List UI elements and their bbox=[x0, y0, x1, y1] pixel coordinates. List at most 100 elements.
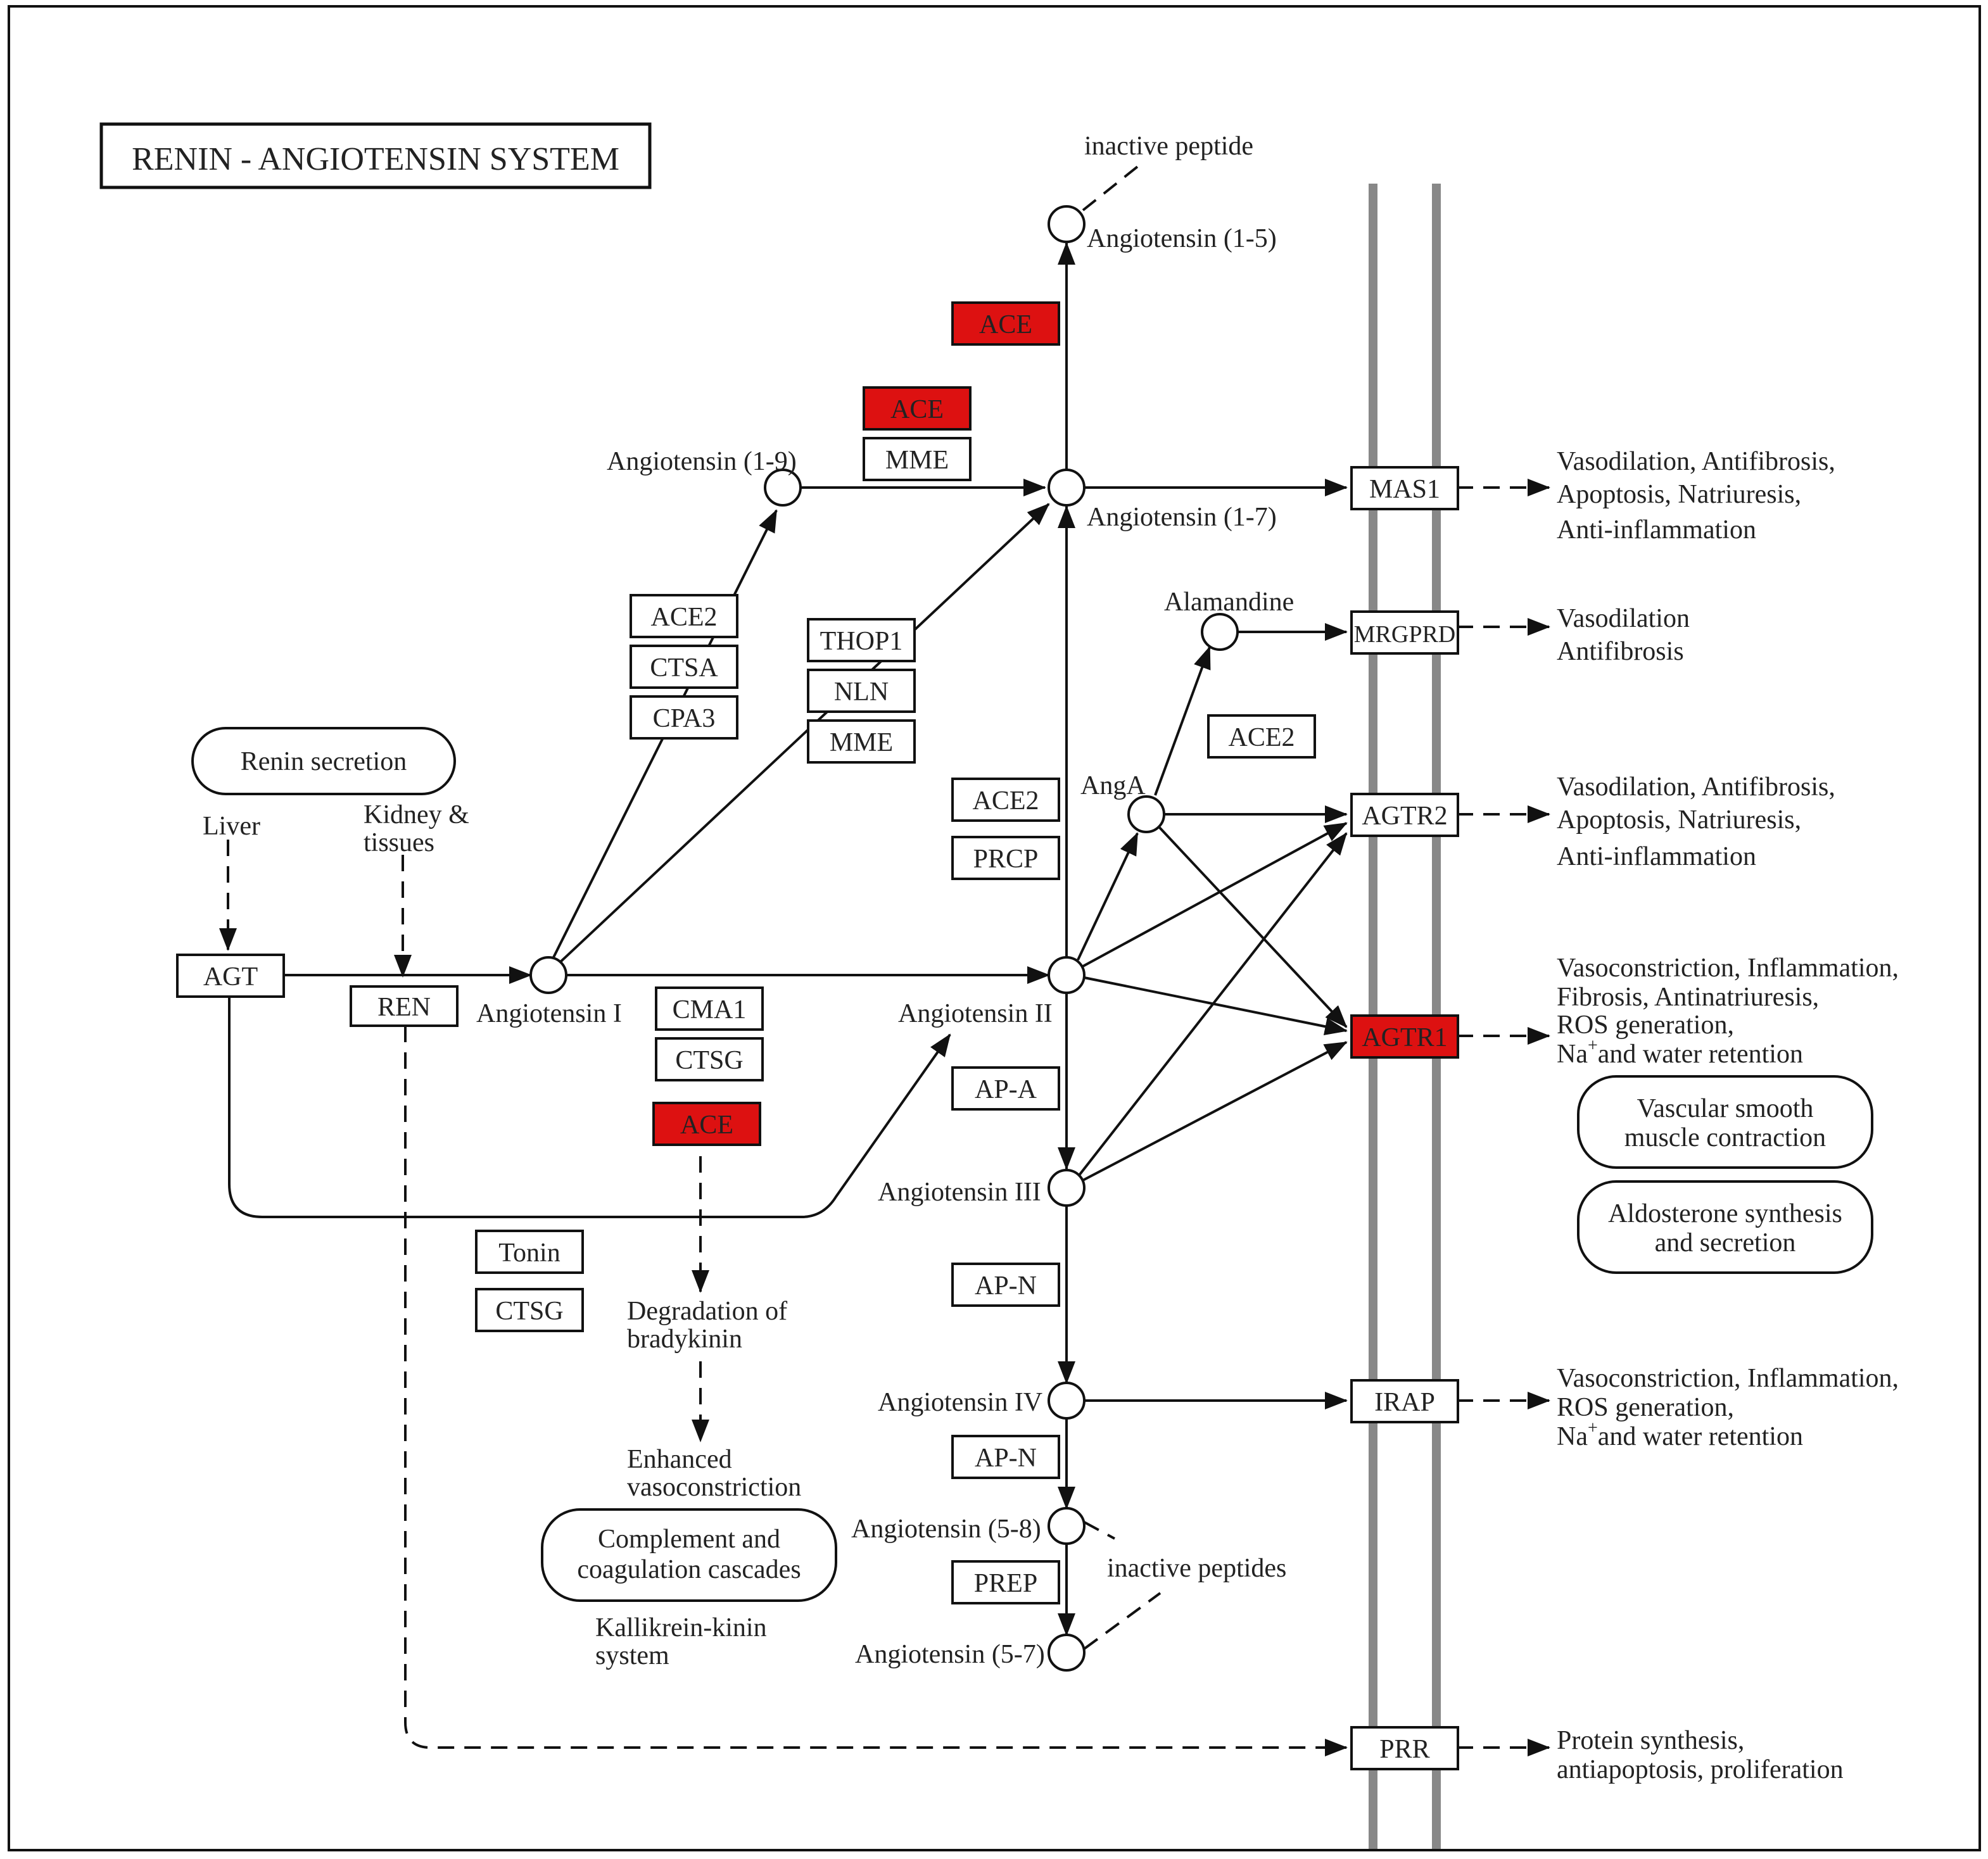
effect-agtr1-line3: ROS generation, bbox=[1557, 1011, 1734, 1040]
compound-angiotensin-1-9[interactable] bbox=[764, 469, 802, 507]
gene-ctsg-b-label: CTSG bbox=[495, 1297, 563, 1326]
compound-angiotensin-5-8[interactable] bbox=[1048, 1507, 1086, 1545]
compound-alamandine[interactable] bbox=[1201, 613, 1239, 651]
pathway-complement-line2: coagulation cascades bbox=[577, 1555, 801, 1584]
gene-agt[interactable]: AGT bbox=[176, 954, 285, 998]
gene-mrgprd-label: MRGPRD bbox=[1354, 621, 1456, 648]
effect-agtr2-line3: Anti-inflammation bbox=[1557, 842, 1756, 871]
gene-apn-b[interactable]: AP-N bbox=[951, 1435, 1060, 1479]
effect-irap-na: Na bbox=[1557, 1422, 1588, 1451]
pathway-complement[interactable]: Complement and coagulation cascades bbox=[541, 1508, 837, 1602]
edge-ren-prr bbox=[404, 1026, 1348, 1756]
gene-tonin[interactable]: Tonin bbox=[475, 1230, 584, 1274]
pathway-aldosterone[interactable]: Aldosterone synthesis and secretion bbox=[1577, 1180, 1873, 1274]
label-angiotensin-3: Angiotensin III bbox=[878, 1178, 1041, 1207]
effect-mrgprd-line2: Antifibrosis bbox=[1557, 637, 1684, 666]
pathway-vascular-line2: muscle contraction bbox=[1624, 1123, 1826, 1152]
gene-cma1[interactable]: CMA1 bbox=[655, 986, 764, 1031]
gene-mme-a[interactable]: MME bbox=[807, 719, 916, 764]
effect-agtr1-rest: and water retention bbox=[1598, 1040, 1803, 1069]
gene-mrgprd[interactable]: MRGPRD bbox=[1350, 610, 1459, 655]
label-angiotensin-2: Angiotensin II bbox=[898, 999, 1053, 1028]
label-angiotensin-5-7: Angiotensin (5-7) bbox=[855, 1640, 1045, 1669]
gene-ctsg-b[interactable]: CTSG bbox=[475, 1288, 584, 1332]
gene-agtr2-label: AGTR2 bbox=[1362, 802, 1447, 831]
gene-mme-b-label: MME bbox=[885, 446, 949, 475]
gene-irap-label: IRAP bbox=[1374, 1388, 1435, 1417]
gene-tonin-label: Tonin bbox=[498, 1238, 560, 1268]
gene-ace-mid-label: ACE bbox=[890, 395, 944, 424]
outer-frame bbox=[8, 5, 1981, 1851]
effect-labels: Vasodilation, Antifibrosis, Apoptosis, N… bbox=[1557, 447, 1899, 1784]
label-kallikrein-line2: system bbox=[595, 1641, 669, 1670]
pathway-vascular-smooth-muscle[interactable]: Vascular smooth muscle contraction bbox=[1577, 1075, 1873, 1169]
gene-ctsa[interactable]: CTSA bbox=[630, 645, 738, 689]
edge-ang15-inactive bbox=[1082, 163, 1141, 211]
effect-mas1-line1: Vasodilation, Antifibrosis, bbox=[1557, 447, 1835, 476]
gene-ace-low[interactable]: ACE bbox=[652, 1102, 761, 1146]
compound-angiotensin-3[interactable] bbox=[1048, 1169, 1086, 1207]
effect-irap-rest: and water retention bbox=[1598, 1422, 1803, 1451]
label-kallikrein-line1: Kallikrein-kinin bbox=[595, 1613, 767, 1642]
title-box: RENIN - ANGIOTENSIN SYSTEM bbox=[99, 122, 652, 189]
gene-agtr2[interactable]: AGTR2 bbox=[1350, 793, 1459, 837]
label-angiotensin-4: Angiotensin IV bbox=[878, 1388, 1042, 1417]
effect-agtr2-line2: Apoptosis, Natriuresis, bbox=[1557, 805, 1801, 835]
compound-angiotensin-1-5[interactable] bbox=[1048, 205, 1086, 243]
label-angiotensin-1-5: Angiotensin (1-5) bbox=[1087, 224, 1277, 253]
effect-agtr1-plus: + bbox=[1588, 1036, 1598, 1056]
edge-ang58-inactive bbox=[1084, 1521, 1115, 1540]
compound-angiotensin-4[interactable] bbox=[1048, 1382, 1086, 1420]
gene-prr[interactable]: PRR bbox=[1350, 1726, 1459, 1770]
gene-ace2-c[interactable]: ACE2 bbox=[1207, 714, 1316, 759]
gene-agtr1[interactable]: AGTR1 bbox=[1350, 1014, 1459, 1059]
compound-angiotensin-2[interactable] bbox=[1048, 956, 1086, 994]
gene-prep-label: PREP bbox=[974, 1569, 1037, 1598]
gene-ace-low-label: ACE bbox=[680, 1111, 733, 1140]
label-kidney-line2: tissues bbox=[364, 828, 434, 857]
effect-irap-line2: ROS generation, bbox=[1557, 1393, 1734, 1422]
effect-irap-line3: Na+and water retention bbox=[1557, 1418, 1803, 1451]
label-alamandine: Alamandine bbox=[1164, 588, 1294, 617]
effect-agtr1-line2: Fibrosis, Antinatriuresis, bbox=[1557, 983, 1819, 1012]
gene-nln-label: NLN bbox=[834, 677, 889, 707]
compound-angiotensin-5-7[interactable] bbox=[1048, 1634, 1086, 1672]
compound-anga[interactable] bbox=[1127, 795, 1165, 833]
gene-apa[interactable]: AP-A bbox=[951, 1066, 1060, 1111]
pathway-complement-line1: Complement and bbox=[598, 1525, 780, 1554]
gene-ace2-a[interactable]: ACE2 bbox=[630, 594, 738, 638]
gene-ace-top[interactable]: ACE bbox=[951, 301, 1060, 346]
gene-apn-a-label: AP-N bbox=[975, 1271, 1037, 1301]
gene-mas1[interactable]: MAS1 bbox=[1350, 466, 1459, 510]
label-angiotensin-1-9: Angiotensin (1-9) bbox=[607, 447, 797, 476]
gene-irap[interactable]: IRAP bbox=[1350, 1379, 1459, 1423]
label-enhanced-line1: Enhanced bbox=[627, 1445, 732, 1474]
gene-nln[interactable]: NLN bbox=[807, 669, 916, 713]
gene-prep[interactable]: PREP bbox=[951, 1560, 1060, 1604]
effect-mrgprd-line1: Vasodilation bbox=[1557, 604, 1690, 633]
pathway-renin-secretion-label: Renin secretion bbox=[241, 747, 407, 776]
edge-anga-agtr1 bbox=[1158, 826, 1348, 1028]
edge-ang1-ang17 bbox=[559, 503, 1050, 964]
pathway-aldosterone-line2: and secretion bbox=[1655, 1228, 1796, 1257]
label-anga: AngA bbox=[1080, 771, 1146, 800]
edge-ang57-inactive bbox=[1083, 1592, 1162, 1650]
gene-ren[interactable]: REN bbox=[350, 985, 459, 1027]
gene-cpa3[interactable]: CPA3 bbox=[630, 695, 738, 740]
effect-agtr1-na: Na bbox=[1557, 1040, 1588, 1069]
gene-apn-a[interactable]: AP-N bbox=[951, 1263, 1060, 1307]
gene-mme-b[interactable]: MME bbox=[863, 437, 972, 481]
pathway-renin-secretion[interactable]: Renin secretion bbox=[191, 727, 456, 795]
pathway-vascular-line1: Vascular smooth bbox=[1637, 1094, 1814, 1123]
gene-ctsg-a[interactable]: CTSG bbox=[655, 1037, 764, 1081]
gene-ace-top-label: ACE bbox=[979, 310, 1032, 339]
gene-cpa3-label: CPA3 bbox=[653, 704, 716, 733]
compound-angiotensin-1[interactable] bbox=[529, 956, 567, 994]
gene-thop1[interactable]: THOP1 bbox=[807, 618, 916, 662]
compound-angiotensin-1-7[interactable] bbox=[1048, 469, 1086, 507]
gene-ace-mid[interactable]: ACE bbox=[863, 386, 972, 431]
gene-prcp[interactable]: PRCP bbox=[951, 836, 1060, 880]
gene-ace2-b[interactable]: ACE2 bbox=[951, 778, 1060, 822]
